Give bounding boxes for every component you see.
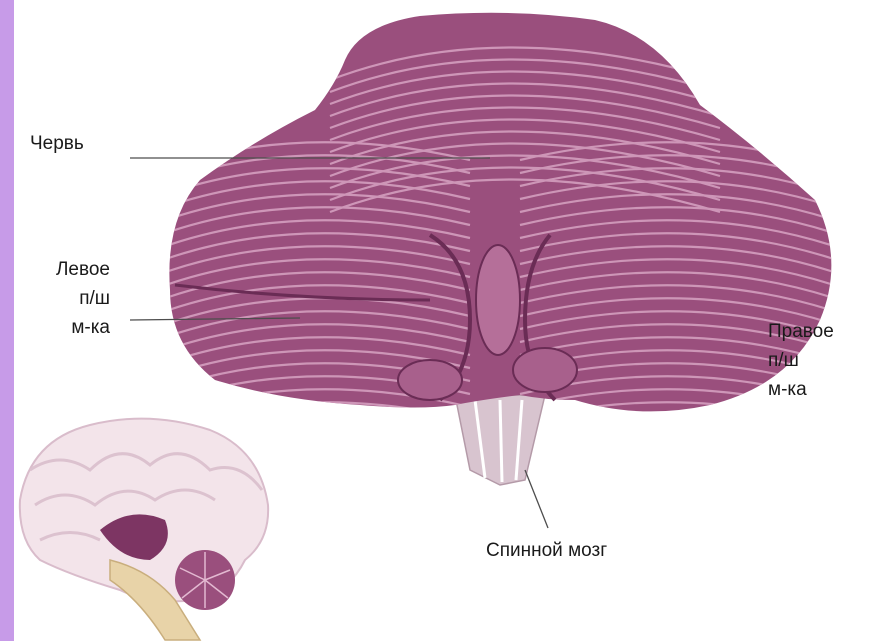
right-hemisphere-label-line-2: п/ш xyxy=(768,347,834,376)
right-hemisphere-label-line-1: Правое xyxy=(768,318,834,347)
vermis-label: Червь xyxy=(30,130,84,159)
left-hemisphere-label-line-1: Левое xyxy=(32,256,110,285)
spinal-cord-leader-line xyxy=(525,470,548,528)
right-hemisphere-label-line-3: м-ка xyxy=(768,376,834,405)
left-hemisphere-label: Левое п/ш м-ка xyxy=(32,256,110,343)
left-hemisphere-label-line-3: м-ка xyxy=(32,314,110,343)
cerebellum xyxy=(160,13,840,443)
spinal-cord-label: Спинной мозг xyxy=(486,537,607,566)
brainstem xyxy=(455,395,545,485)
right-hemisphere-label: Правое п/ш м-ка xyxy=(768,318,834,405)
brain-sagittal-inset xyxy=(20,419,268,640)
left-hemisphere-label-line-2: п/ш xyxy=(32,285,110,314)
